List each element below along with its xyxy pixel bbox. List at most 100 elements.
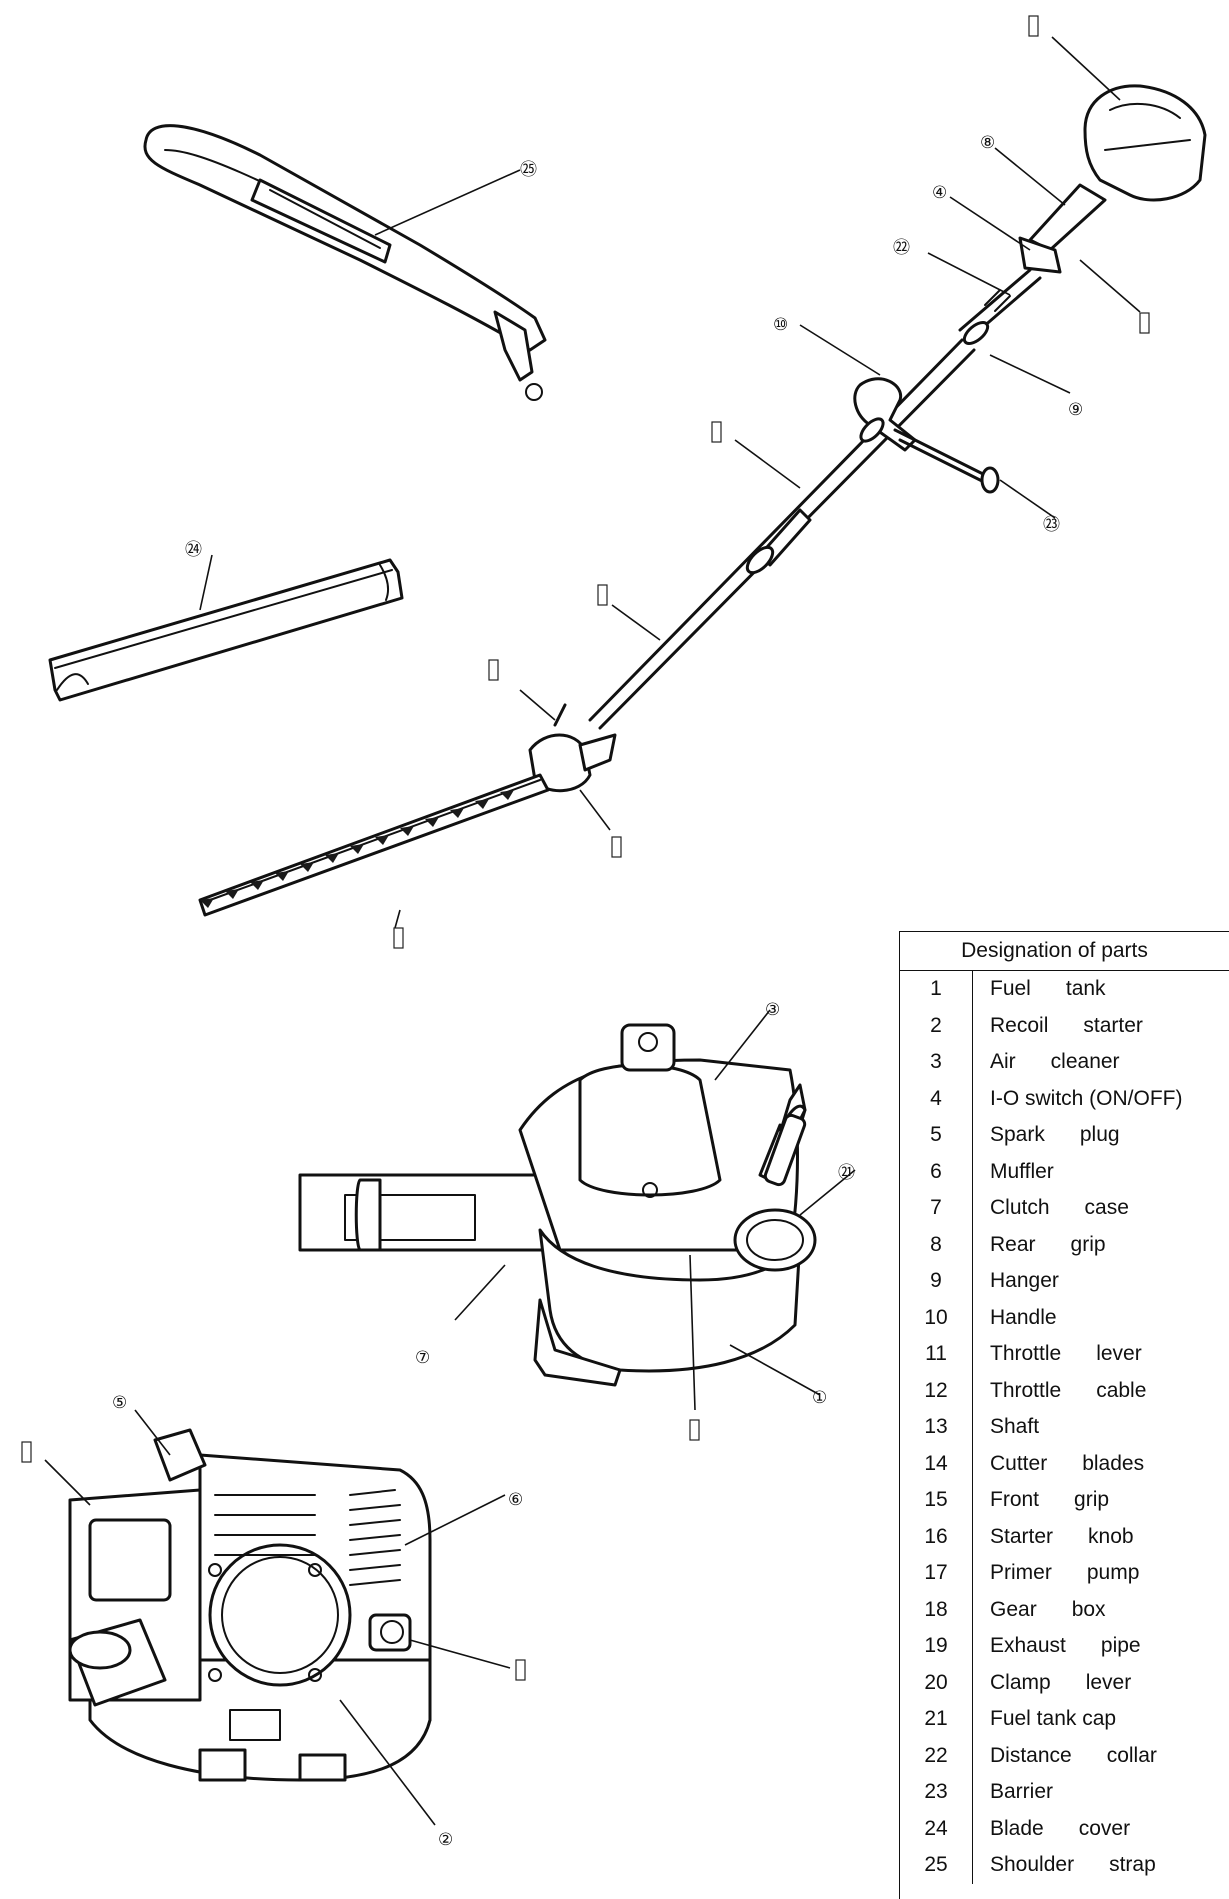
column-divider [972, 1080, 973, 1117]
part-name: Clutch case [990, 1196, 1129, 1219]
part-number: 15 [924, 1488, 948, 1511]
part-name: Fuel tank cap [990, 1707, 1117, 1730]
table-row: 18 Gear box [900, 1591, 1229, 1628]
part-name: Hanger [990, 1269, 1059, 1292]
part-number: 20 [924, 1670, 948, 1694]
column-divider [972, 1044, 973, 1081]
table-row: 20 Clamp lever [900, 1664, 1229, 1701]
column-divider [972, 1628, 973, 1665]
part-name: Cutter blades [990, 1451, 1145, 1475]
table-row: 13 Shaft [900, 1409, 1229, 1446]
part-number: 17 [924, 1561, 948, 1584]
part-number: 25 [924, 1853, 948, 1876]
part-name: Clamp lever [990, 1670, 1132, 1694]
column-divider [972, 1445, 973, 1482]
part-number: 16 [924, 1524, 948, 1548]
table-row: 15 Front grip [900, 1482, 1229, 1519]
part-name: Rear grip [990, 1232, 1106, 1256]
callout-22: ㉒ [893, 238, 910, 258]
part-name: Muffler [990, 1159, 1054, 1183]
table-row: 3 Air cleaner [900, 1044, 1229, 1081]
part-number: 21 [924, 1707, 948, 1730]
part-name: Exhaust pipe [990, 1634, 1141, 1657]
column-divider [972, 1409, 973, 1446]
part-name: Throttle lever [990, 1342, 1142, 1365]
part-name: Handle [990, 1305, 1057, 1329]
table-row: 6 Muffler [900, 1153, 1229, 1190]
table-row: 17 Primer pump [900, 1555, 1229, 1592]
part-number: 4 [930, 1086, 942, 1110]
column-divider [972, 1153, 973, 1190]
table-row: 25 Shoulder strap [900, 1847, 1229, 1884]
column-divider [972, 1117, 973, 1154]
column-divider [972, 1263, 973, 1300]
part-number: 22 [924, 1743, 948, 1767]
part-name: Throttle cable [990, 1378, 1147, 1402]
column-divider [972, 1518, 973, 1555]
callout-1: ① [812, 1388, 827, 1408]
callout-6: ⑥ [508, 1490, 523, 1510]
part-number: 19 [924, 1634, 948, 1657]
engine-front-view-drawing [68, 1428, 432, 1782]
part-number: 7 [930, 1196, 942, 1219]
callout-10: ⑩ [773, 315, 788, 335]
callout-24: ㉔ [185, 540, 202, 560]
leader-lines [44, 36, 1141, 1826]
part-name: Primer pump [990, 1561, 1140, 1584]
table-row: 19 Exhaust pipe [900, 1628, 1229, 1665]
part-number: 3 [930, 1050, 942, 1073]
table-row: 22 Distance collar [900, 1737, 1229, 1774]
part-name: Blade cover [990, 1816, 1131, 1840]
part-number: 18 [924, 1597, 948, 1621]
table-row: 11 Throttle lever [900, 1336, 1229, 1373]
part-number: 1 [930, 977, 942, 1000]
column-divider [972, 1555, 973, 1592]
part-name: Front grip [990, 1488, 1110, 1511]
part-number: 2 [930, 1013, 942, 1037]
column-divider [972, 1190, 973, 1227]
part-name: Starter knob [990, 1524, 1134, 1548]
part-name: Gear box [990, 1597, 1106, 1621]
callout-7: ⑦ [415, 1348, 430, 1368]
part-number: 8 [930, 1232, 942, 1256]
callout-8: ⑧ [980, 133, 995, 153]
table-row: 7 Clutch case [900, 1190, 1229, 1227]
shoulder-strap-drawing [143, 124, 547, 401]
part-number: 14 [924, 1451, 948, 1475]
column-divider [972, 1372, 973, 1409]
column-divider [972, 1591, 973, 1628]
callout-21: ㉑ [838, 1163, 855, 1183]
column-divider [972, 1701, 973, 1738]
part-number: 13 [924, 1415, 948, 1438]
column-divider [972, 1482, 973, 1519]
part-number: 23 [924, 1780, 948, 1803]
part-number: 10 [924, 1305, 948, 1329]
column-divider [972, 1299, 973, 1336]
callout-5: ⑤ [112, 1393, 127, 1413]
column-divider [972, 1847, 973, 1884]
column-divider [972, 1774, 973, 1811]
part-name: Spark plug [990, 1123, 1120, 1146]
part-number: 11 [925, 1342, 947, 1365]
table-row: 14 Cutter blades [900, 1445, 1229, 1482]
part-name: Air cleaner [990, 1050, 1120, 1073]
part-number: 9 [930, 1269, 942, 1292]
table-heading: Designation of parts [900, 932, 1229, 971]
part-name: Shaft [990, 1415, 1040, 1438]
part-name: I-O switch (ON/OFF) [990, 1086, 1183, 1110]
part-number: 5 [930, 1123, 942, 1146]
part-name: Distance collar [990, 1743, 1157, 1767]
part-number: 6 [930, 1159, 942, 1183]
column-divider [972, 971, 973, 1008]
column-divider [972, 1664, 973, 1701]
callout-23: ㉓ [1043, 515, 1060, 535]
unrendered-callout-glyphs [21, 15, 1150, 1681]
part-number: 24 [924, 1816, 948, 1840]
engine-side-view-drawing [298, 1023, 817, 1387]
part-name: Shoulder strap [990, 1853, 1156, 1876]
